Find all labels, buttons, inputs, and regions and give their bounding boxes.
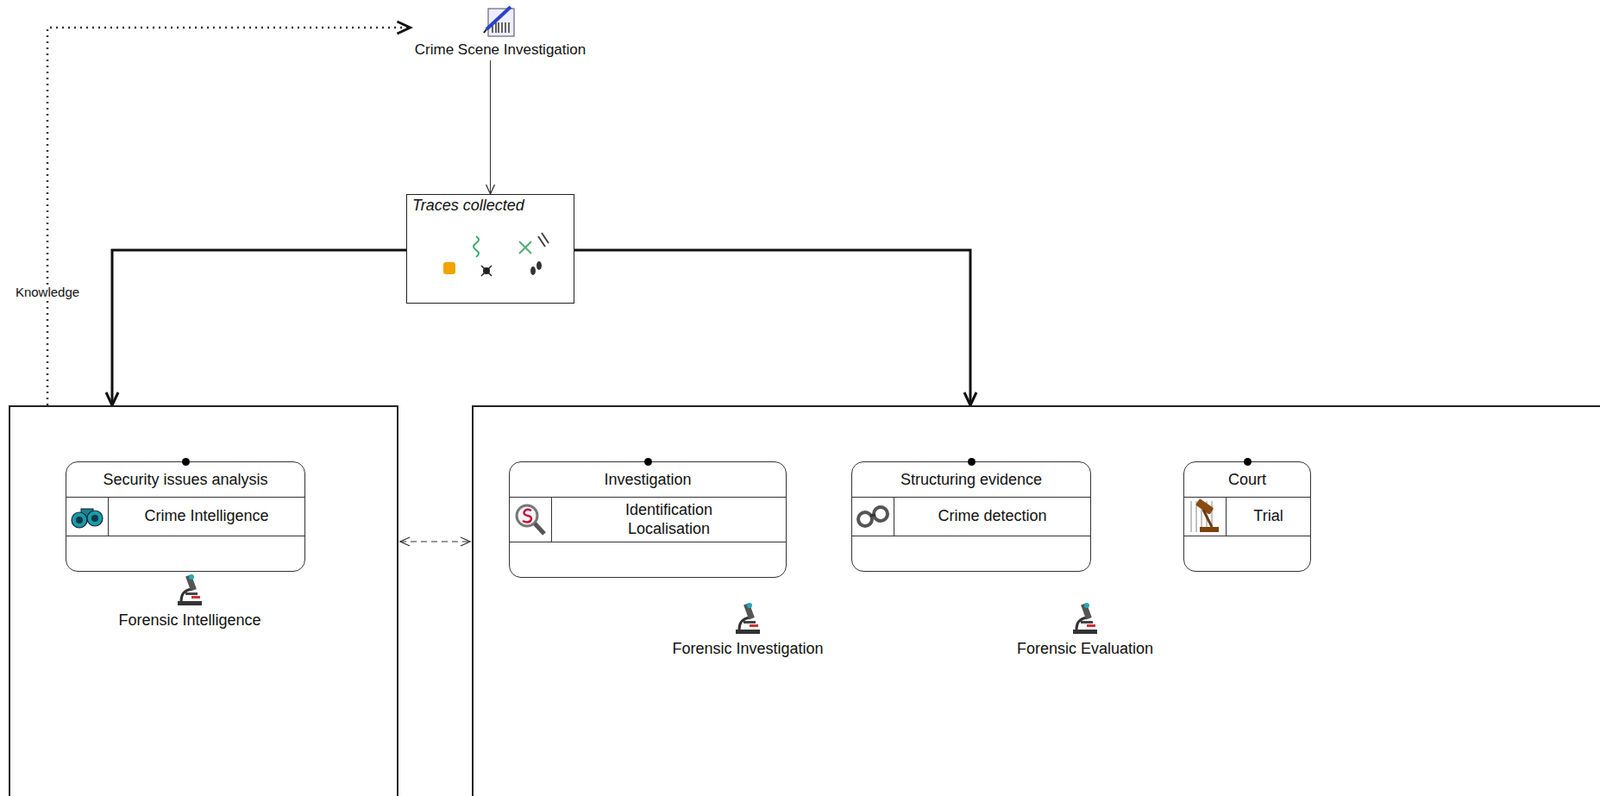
state-text-cell: Crime Intelligence (108, 497, 305, 536)
connector (574, 250, 971, 406)
state-icon (509, 497, 553, 542)
state-title-row: Structuring evidence (852, 462, 1091, 498)
state-dot (1243, 458, 1252, 466)
state-dot (967, 458, 976, 466)
state-box: InvestigationIdentification Localisation (508, 461, 787, 578)
state-body: Crime detection (937, 507, 1047, 527)
state-text-cell: Trial (1226, 497, 1311, 536)
state-dot (644, 458, 653, 466)
state-bottom-row (852, 536, 1091, 571)
traces-box: Traces collected (406, 194, 575, 304)
region-label: Forensic Intelligence (118, 611, 261, 630)
region-label: Forensic Evaluation (1016, 640, 1154, 659)
state-title: Security issues analysis (102, 470, 268, 489)
state-bottom-row (1184, 536, 1311, 571)
edge-label: Knowledge (12, 284, 83, 300)
microscope-icon (174, 571, 206, 610)
trace-icons (424, 227, 554, 292)
connector (112, 250, 407, 406)
state-body-row: Crime detection (852, 497, 1091, 537)
state-title: Investigation (603, 470, 691, 489)
state-text-cell: Crime detection (894, 497, 1091, 536)
state-box: Security issues analysisCrime Intelligen… (65, 461, 306, 572)
connector (489, 60, 491, 195)
state-title-row: Investigation (509, 462, 786, 498)
box-title: Traces collected (407, 194, 574, 217)
state-bottom-row (66, 536, 305, 571)
state-icon (1184, 497, 1227, 536)
region-box: Forensic Investigation Forensic Evaluatio… (471, 405, 1600, 796)
state-bottom-row (509, 542, 786, 578)
microscope-icon (732, 600, 764, 639)
state-body-row: Identification Localisation (509, 497, 786, 543)
connector (400, 540, 471, 542)
node-label: Crime Scene Investigation (410, 41, 591, 59)
state-box: CourtTrial (1183, 461, 1312, 572)
state-body-row: Crime Intelligence (66, 497, 305, 537)
state-body: Trial (1253, 507, 1283, 527)
state-icon (852, 497, 895, 536)
microscope-icon (1069, 600, 1101, 639)
region-label: Forensic Investigation (671, 640, 823, 659)
state-icon (66, 497, 109, 536)
state-title: Court (1228, 470, 1267, 489)
crime-scene-icon (410, 3, 591, 42)
state-body: Identification Localisation (604, 501, 735, 539)
state-body: Crime Intelligence (144, 507, 269, 527)
state-dot (181, 458, 190, 466)
state-text-cell: Identification Localisation (552, 497, 786, 542)
state-title-row: Court (1184, 462, 1311, 498)
state-box: Structuring evidenceCrime detection (851, 461, 1092, 572)
connector (47, 27, 411, 406)
state-title: Structuring evidence (900, 470, 1042, 489)
state-body-row: Trial (1184, 497, 1311, 537)
state-title-row: Security issues analysis (66, 462, 305, 498)
crime-scene-node: Crime Scene Investigation (410, 3, 591, 59)
region-box: Forensic Intelligence Security issues ana… (8, 405, 399, 796)
